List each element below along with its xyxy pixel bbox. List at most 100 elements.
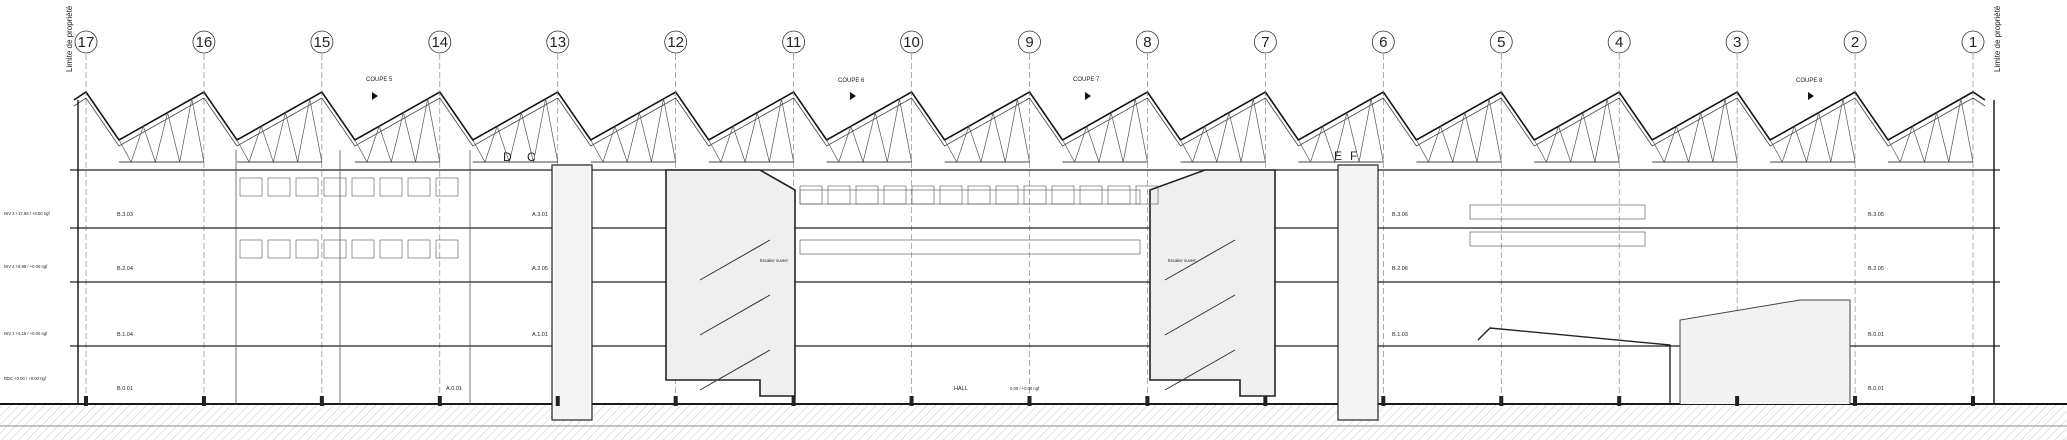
window (1051, 185, 1075, 205)
axis-bubble (310, 30, 334, 54)
railing (799, 239, 1141, 255)
window (827, 185, 851, 205)
truss-web (118, 98, 205, 164)
coupe-marker-7: COUPE 7 (1073, 77, 1100, 100)
canopy-roof (1477, 327, 1671, 404)
level-label-0: RDC +0.00 / +0.00 ngf (4, 376, 47, 381)
service-shaft (551, 164, 593, 421)
coupe-label-6: COUPE 6 (838, 78, 865, 84)
axis-number: 16 (196, 34, 213, 51)
window (855, 185, 879, 205)
column-foot (201, 396, 206, 406)
stair-flight (699, 294, 771, 336)
core-letter-f: F (1350, 149, 1357, 163)
stair-core-right (1149, 169, 1276, 397)
truss-web (1769, 98, 1856, 164)
ground-hatch (0, 404, 2067, 440)
floor-slabs (70, 100, 2000, 405)
room-code: B.1.03 (1392, 332, 1408, 338)
axis-bubble (74, 30, 98, 54)
coupe-marker-5: COUPE 5 (366, 77, 393, 100)
window (295, 177, 319, 197)
railing (799, 189, 1141, 205)
window (1079, 185, 1103, 205)
column-foot (909, 396, 914, 406)
floor-level-label: 0.00 / +0.00 ngf (1010, 386, 1040, 391)
axis-bubble (1725, 30, 1749, 54)
room-code: A.2.05 (532, 266, 548, 272)
axis-bubble (1961, 30, 1985, 54)
window (239, 177, 263, 197)
property-limit-right: Limite de propriété (1993, 5, 2002, 72)
axis-number: 11 (786, 34, 802, 51)
column-foot (319, 396, 324, 406)
property-limit-left: Limite de propriété (65, 5, 74, 72)
roof-trusses (118, 98, 1974, 164)
coupe-label-8: COUPE 8 (1796, 78, 1823, 84)
column-foot (84, 396, 88, 406)
window (407, 177, 431, 197)
window (379, 239, 403, 259)
room-code: B.0.01 (1868, 332, 1884, 338)
railing (1469, 204, 1646, 220)
column-foot (1853, 396, 1858, 406)
axis-number: 4 (1615, 34, 1623, 51)
room-code: A.1.01 (532, 332, 548, 338)
truss-web (1062, 98, 1148, 164)
column-foot (1145, 396, 1150, 406)
truss-web (354, 98, 441, 164)
ramp-volume (1679, 299, 1851, 404)
axis-bubble (782, 30, 806, 54)
axis-number: 2 (1851, 34, 1859, 51)
window (911, 185, 935, 205)
truss-web (826, 98, 912, 164)
truss-web (1180, 98, 1266, 164)
truss-web (708, 98, 794, 164)
level-label-3: NIV 3 +17.95 / +0.00 ngf (4, 211, 50, 216)
level-label-1: NIV 1 +4.16 / +0.00 ngf (4, 331, 48, 336)
room-code: B.0.01 (1868, 386, 1884, 392)
window (267, 177, 291, 197)
axis-bubble (1489, 30, 1513, 54)
truss-web (1416, 98, 1502, 164)
window (323, 239, 347, 259)
stair-core-left (665, 169, 796, 397)
hall-label: HALL (954, 386, 968, 392)
column-foot (1499, 396, 1504, 406)
service-shaft (1337, 164, 1379, 421)
room-code: A.3.01 (532, 212, 548, 218)
window (967, 185, 991, 205)
column-foot (1617, 396, 1622, 406)
stair-flight (699, 239, 771, 281)
window (1023, 185, 1047, 205)
coupe-arrow-icon (1085, 92, 1091, 100)
window (1107, 185, 1131, 205)
axis-bubble (1018, 30, 1041, 54)
window (351, 177, 375, 197)
truss-web (236, 98, 323, 164)
coupe-marker-8: COUPE 8 (1796, 78, 1823, 100)
axis-number: 17 (78, 34, 95, 51)
axis-number: 6 (1379, 34, 1387, 51)
window (323, 177, 347, 197)
axis-number: 3 (1733, 34, 1741, 51)
truss-web (1651, 98, 1738, 164)
room-code: A.0.01 (446, 386, 462, 392)
truss-web (1298, 98, 1384, 164)
room-code: B.3.06 (1392, 212, 1408, 218)
column-foot (1971, 396, 1975, 406)
stair-flight (1164, 239, 1236, 281)
coupe-label-5: COUPE 5 (366, 77, 393, 83)
room-code: B.2.05 (1868, 266, 1884, 272)
room-code: B.3.03 (117, 212, 133, 218)
window (435, 177, 459, 197)
axis-number: 1 (1969, 34, 1977, 51)
axis-bubble (1843, 30, 1867, 54)
axis-bubble (1136, 30, 1159, 54)
window (799, 185, 823, 205)
room-code: B.2.06 (1392, 266, 1408, 272)
truss-web (590, 98, 677, 164)
window (435, 239, 459, 259)
column-foot (1263, 396, 1268, 406)
stair-label-left: Escalier ouvert (760, 258, 789, 263)
